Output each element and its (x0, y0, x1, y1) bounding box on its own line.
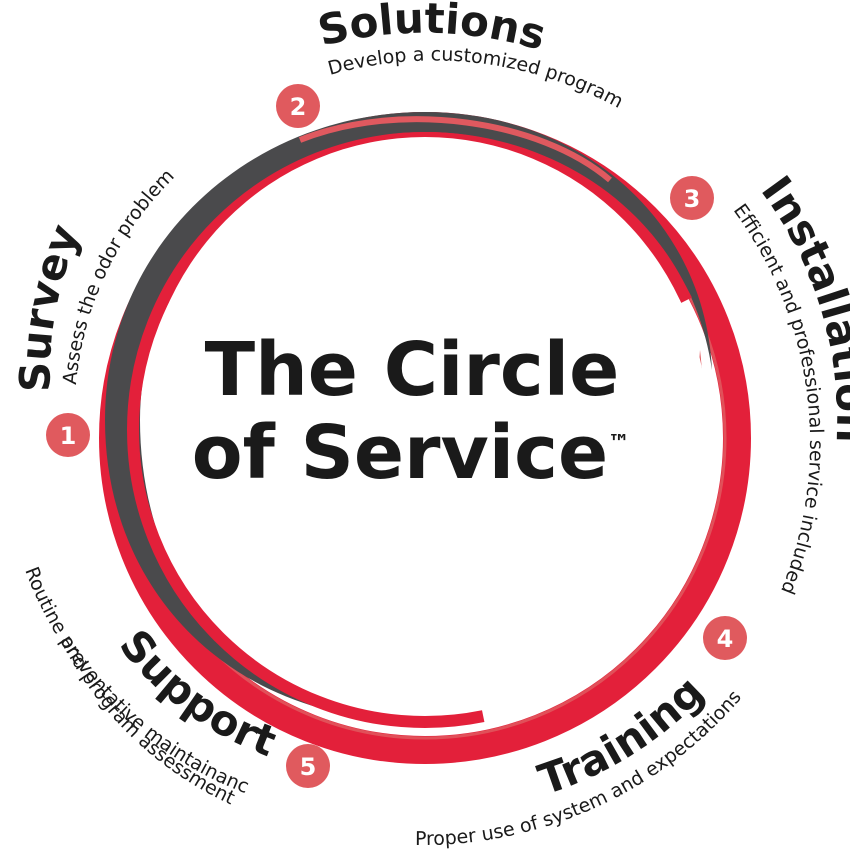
badge-5-number: 5 (300, 753, 317, 781)
central-title: The Circle of Service ™ (192, 327, 630, 496)
swoosh-rings (99, 112, 751, 764)
coral-thin-arc (298, 116, 612, 183)
title-line2: of Service (192, 410, 608, 496)
badge-1-number: 1 (60, 422, 77, 450)
badge-1 (46, 413, 90, 457)
step-solutions: 2 Solutions Develop a customized program (276, 0, 627, 128)
badge-4 (703, 616, 747, 660)
trademark-symbol: ™ (608, 431, 630, 456)
badge-5 (286, 744, 330, 788)
badge-4-number: 4 (717, 625, 734, 653)
badge-2-number: 2 (290, 93, 307, 121)
badge-2 (276, 84, 320, 128)
title-line1: The Circle (205, 327, 620, 413)
badge-3 (670, 176, 714, 220)
solutions-description: Develop a customized program (326, 43, 627, 112)
inner-white-circle (143, 137, 707, 707)
badge-3-number: 3 (684, 185, 701, 213)
